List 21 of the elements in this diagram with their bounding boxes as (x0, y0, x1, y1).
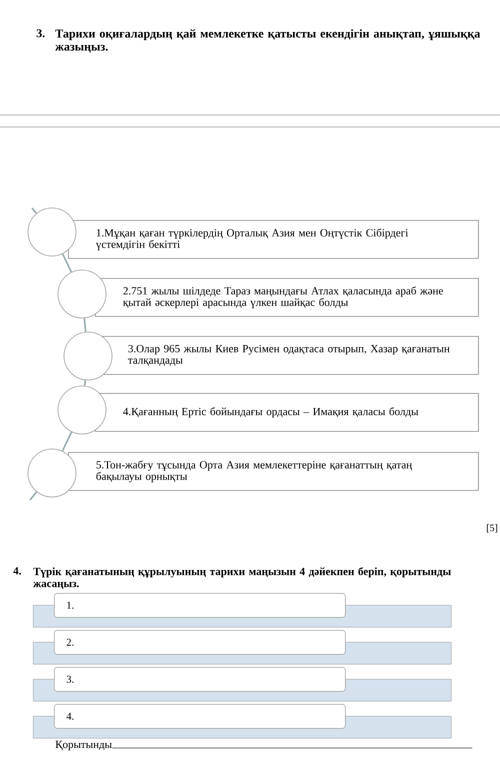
circle-marker (64, 332, 112, 380)
circle-marker (58, 386, 106, 434)
answer-box: 3. (54, 667, 346, 692)
connector-line (29, 491, 38, 500)
question-number: 3. (36, 29, 45, 38)
circle-marker (28, 448, 76, 498)
connector-line (62, 432, 72, 452)
answer-box: 4. (54, 704, 346, 729)
circle-marker (28, 208, 76, 256)
question-text: Түрік қағанатының құрылуының тарихи маңызын 4 дәйекпен беріп, қорытынды жасаңыз. (33, 567, 451, 589)
connector-line (62, 254, 72, 272)
connector-line (31, 207, 37, 214)
connector-line (84, 318, 86, 332)
score-mark: [5] (486, 524, 498, 532)
question-number: 4. (13, 567, 21, 575)
conclusion-label: Қорытынды (56, 740, 112, 750)
answer-box: 2. (54, 630, 346, 655)
connector-line (84, 380, 86, 386)
answer-box: 1. (54, 593, 346, 618)
question-text: Тарихи оқиғалардың қай мемлекетке қатысты екендігін анықтап, ұяшыққа жазыңыз. (55, 29, 480, 53)
circle-marker (58, 270, 106, 318)
